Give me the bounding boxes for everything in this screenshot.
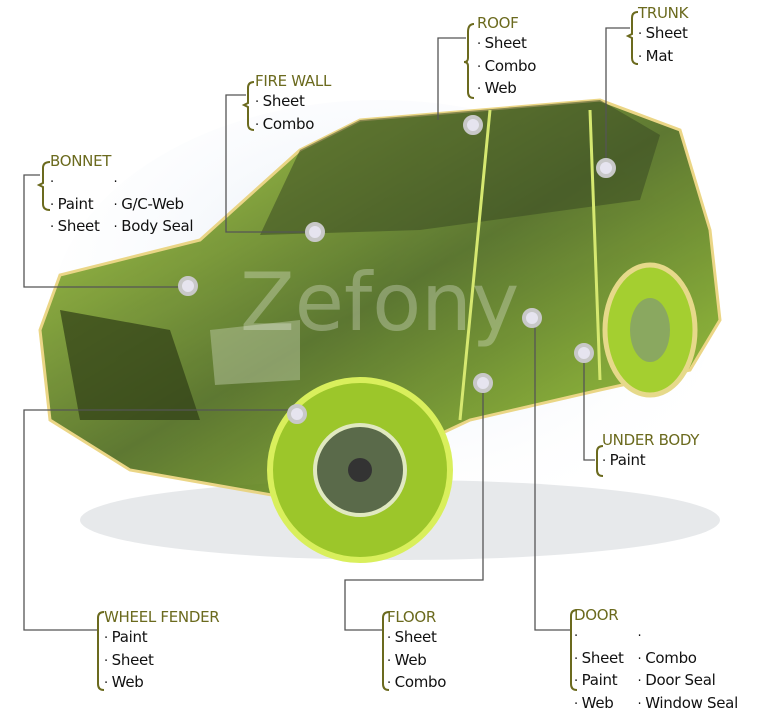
label-trunk: TRUNK Sheet Mat	[638, 3, 688, 68]
underbody-item: Paint	[602, 450, 699, 473]
bonnet-item: Paint	[50, 194, 100, 217]
wheelfender-title: WHEEL FENDER	[104, 607, 219, 627]
label-underbody: UNDER BODY Paint	[602, 430, 699, 473]
label-wheelfender: WHEEL FENDER Paint Sheet Web	[104, 607, 219, 695]
watermark: Zefony	[240, 256, 519, 349]
firewall-item: Combo	[255, 114, 331, 137]
door-item: Door Seal	[638, 670, 738, 693]
roof-item: Combo	[477, 56, 536, 79]
label-firewall: FIRE WALL Sheet Combo	[255, 71, 331, 136]
rear-wheel	[605, 265, 695, 395]
wheelfender-hotspot[interactable]	[289, 406, 305, 422]
firewall-item: Sheet	[255, 91, 331, 114]
label-bonnet: BONNET Paint Sheet G/C-Web Body Seal	[50, 151, 193, 239]
roof-item: Sheet	[477, 33, 536, 56]
trunk-item: Mat	[638, 46, 688, 69]
label-door: DOOR Sheet Paint Web Combo Door Seal Win…	[574, 605, 738, 715]
bonnet-item: Body Seal	[114, 216, 194, 239]
floor-item: Web	[387, 650, 446, 673]
bonnet-item: G/C-Web	[114, 194, 194, 217]
label-floor: FLOOR Sheet Web Combo	[387, 607, 446, 695]
car-diagram: Zefony	[0, 0, 768, 696]
roof-hotspot[interactable]	[465, 117, 481, 133]
bonnet-title: BONNET	[50, 151, 193, 171]
floor-hotspot[interactable]	[475, 375, 491, 391]
wheelfender-item: Web	[104, 672, 219, 695]
bonnet-hotspot[interactable]	[180, 278, 196, 294]
trunk-hotspot[interactable]	[598, 160, 614, 176]
floor-item: Combo	[387, 672, 446, 695]
door-item: Paint	[574, 670, 624, 693]
trunk-title: TRUNK	[638, 3, 688, 23]
roof-item: Web	[477, 78, 536, 101]
trunk-item: Sheet	[638, 23, 688, 46]
firewall-hotspot[interactable]	[307, 224, 323, 240]
door-item: Sheet	[574, 648, 624, 671]
firewall-title: FIRE WALL	[255, 71, 331, 91]
bonnet-item: Sheet	[50, 216, 100, 239]
underbody-title: UNDER BODY	[602, 430, 699, 450]
underbody-hotspot[interactable]	[576, 345, 592, 361]
label-roof: ROOF Sheet Combo Web	[477, 13, 536, 101]
door-hotspot[interactable]	[524, 310, 540, 326]
wheelfender-item: Paint	[104, 627, 219, 650]
floor-item: Sheet	[387, 627, 446, 650]
door-item: Combo	[638, 648, 738, 671]
floor-title: FLOOR	[387, 607, 446, 627]
door-title: DOOR	[574, 605, 738, 625]
roof-title: ROOF	[477, 13, 536, 33]
wheelfender-item: Sheet	[104, 650, 219, 673]
